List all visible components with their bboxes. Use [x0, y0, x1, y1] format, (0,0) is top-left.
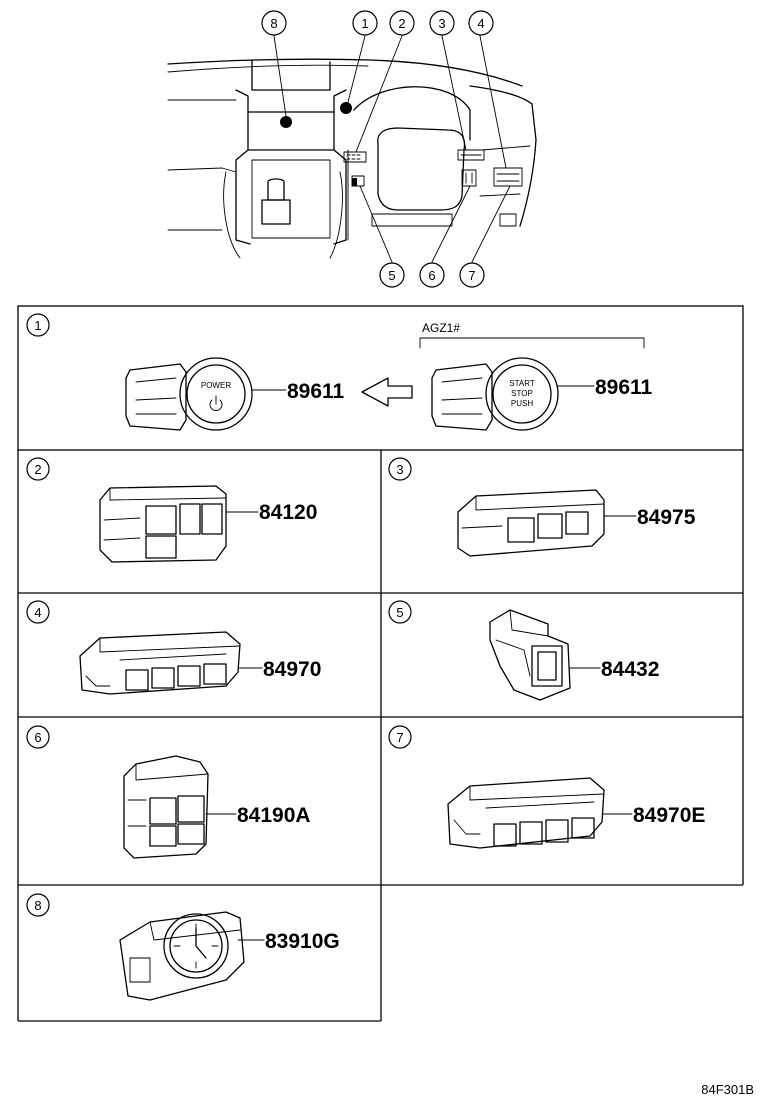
- overview-callout-5: 5: [379, 262, 405, 288]
- panel-5: 5 84432: [388, 600, 659, 701]
- overview-callout-7: 7: [459, 262, 485, 288]
- panel-1-number: 1: [34, 318, 41, 333]
- variant-label: AGZ1#: [422, 321, 460, 335]
- panel-grid: [17, 305, 744, 1022]
- location-dot-1: [340, 102, 352, 114]
- overview-callout-6: 6: [419, 262, 445, 288]
- start-stop-switch-drawing: START STOP PUSH: [431, 357, 559, 431]
- overview-callout-1: 1: [352, 10, 378, 36]
- panel-3: 3 84975: [388, 457, 696, 557]
- label: 84975: [637, 506, 696, 529]
- overview-callout-2: 2: [389, 10, 415, 36]
- panel-4: 4 84970: [26, 600, 321, 695]
- supersession-arrow: [361, 377, 413, 407]
- label: 84970: [263, 658, 321, 681]
- switch-84975-drawing: [457, 489, 605, 557]
- dashboard-overview: 8 1 2 3 4 5 6 7: [167, 10, 537, 288]
- label: 84970E: [633, 804, 705, 827]
- switch-84970e-drawing: [447, 777, 605, 849]
- panel-1-part-number: 89611: [287, 380, 345, 403]
- overview-callout-3: 3: [429, 10, 455, 36]
- switch-84432-drawing: [489, 609, 571, 701]
- switch-84120-drawing: [99, 485, 227, 563]
- label: 4: [477, 16, 484, 31]
- switch-84190a-drawing: [123, 755, 209, 859]
- label: 6: [428, 268, 435, 283]
- label: 7: [468, 268, 475, 283]
- panel-2: 2 84120: [26, 457, 317, 563]
- label: 6: [34, 730, 41, 745]
- start-label: START: [509, 379, 535, 388]
- diagram-reference-code: 84F301B: [701, 1082, 754, 1097]
- label: 5: [388, 268, 395, 283]
- label: 7: [396, 730, 403, 745]
- label: 2: [34, 462, 41, 477]
- label: 83910G: [265, 930, 340, 953]
- power-button-label: POWER: [201, 381, 231, 390]
- label: 84190A: [237, 804, 311, 827]
- panel-1-alt-part-number: 89611: [595, 376, 653, 399]
- panel-6: 6 84190A: [26, 725, 311, 859]
- label: 2: [398, 16, 405, 31]
- clock-83910g-drawing: [119, 911, 245, 1001]
- label: 8: [34, 898, 41, 913]
- label: 84120: [259, 501, 317, 524]
- label: 3: [396, 462, 403, 477]
- label: 8: [270, 16, 277, 31]
- stop-label: STOP: [511, 389, 533, 398]
- label: 3: [438, 16, 445, 31]
- switch-84970-drawing: [79, 631, 241, 695]
- overview-callout-4: 4: [468, 10, 494, 36]
- label: 4: [34, 605, 41, 620]
- label: 5: [396, 605, 403, 620]
- panel-1: 1 POWER 89611 AGZ1# START STOP PUSH 8961…: [26, 313, 653, 431]
- label: 1: [361, 16, 368, 31]
- power-switch-drawing: POWER: [125, 357, 253, 431]
- panel-7: 7 84970E: [388, 725, 705, 849]
- label: 84432: [601, 658, 659, 681]
- location-dot-8: [280, 116, 292, 128]
- panel-8: 8 83910G: [26, 893, 340, 1001]
- overview-callout-8: 8: [261, 10, 287, 36]
- push-label: PUSH: [511, 399, 533, 408]
